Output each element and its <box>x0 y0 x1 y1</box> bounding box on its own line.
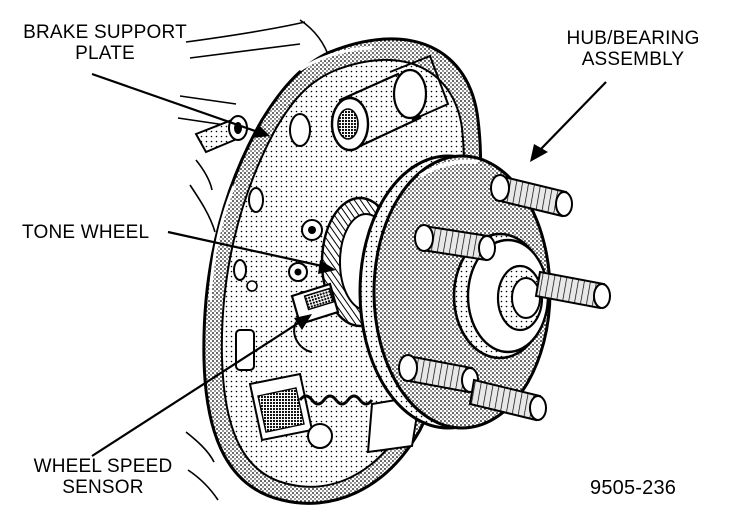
leader-lines <box>91 72 607 457</box>
brake-label-line-1: BRAKE SUPPORT <box>23 22 187 43</box>
sensor-leader <box>91 321 301 457</box>
tie-rod-end <box>194 115 248 154</box>
hub-label-line-1: HUB/BEARING <box>566 28 700 49</box>
wheel-stud <box>414 224 496 262</box>
wheel-stud <box>534 270 611 310</box>
brake-plate-leader <box>91 72 259 134</box>
tone-wheel-leader <box>167 230 323 268</box>
wheel-stud <box>398 354 479 394</box>
tone-wheel-label: TONE WHEEL <box>22 222 150 243</box>
wheel-studs <box>398 174 611 422</box>
hub-label-line-2: ASSEMBLY <box>581 49 685 70</box>
wheel-stud <box>490 174 573 218</box>
hub-leader <box>539 81 607 151</box>
hub-bearing-assembly-label: HUB/BEARING ASSEMBLY <box>538 28 728 70</box>
suspension-linework <box>177 19 331 501</box>
sensor-label-line-1: WHEEL SPEED <box>33 456 173 477</box>
figure-number: 9505-236 <box>590 477 677 499</box>
wheel-stud <box>468 378 547 422</box>
wheel-speed-sensor-label: WHEEL SPEED SENSOR <box>14 456 192 498</box>
brake-support-plate-label: BRAKE SUPPORT PLATE <box>10 22 200 64</box>
wheel-speed-sensor <box>290 282 340 353</box>
brake-label-line-2: PLATE <box>75 43 135 64</box>
sensor-label-line-2: SENSOR <box>62 477 144 498</box>
wheel-cylinder <box>330 54 450 152</box>
